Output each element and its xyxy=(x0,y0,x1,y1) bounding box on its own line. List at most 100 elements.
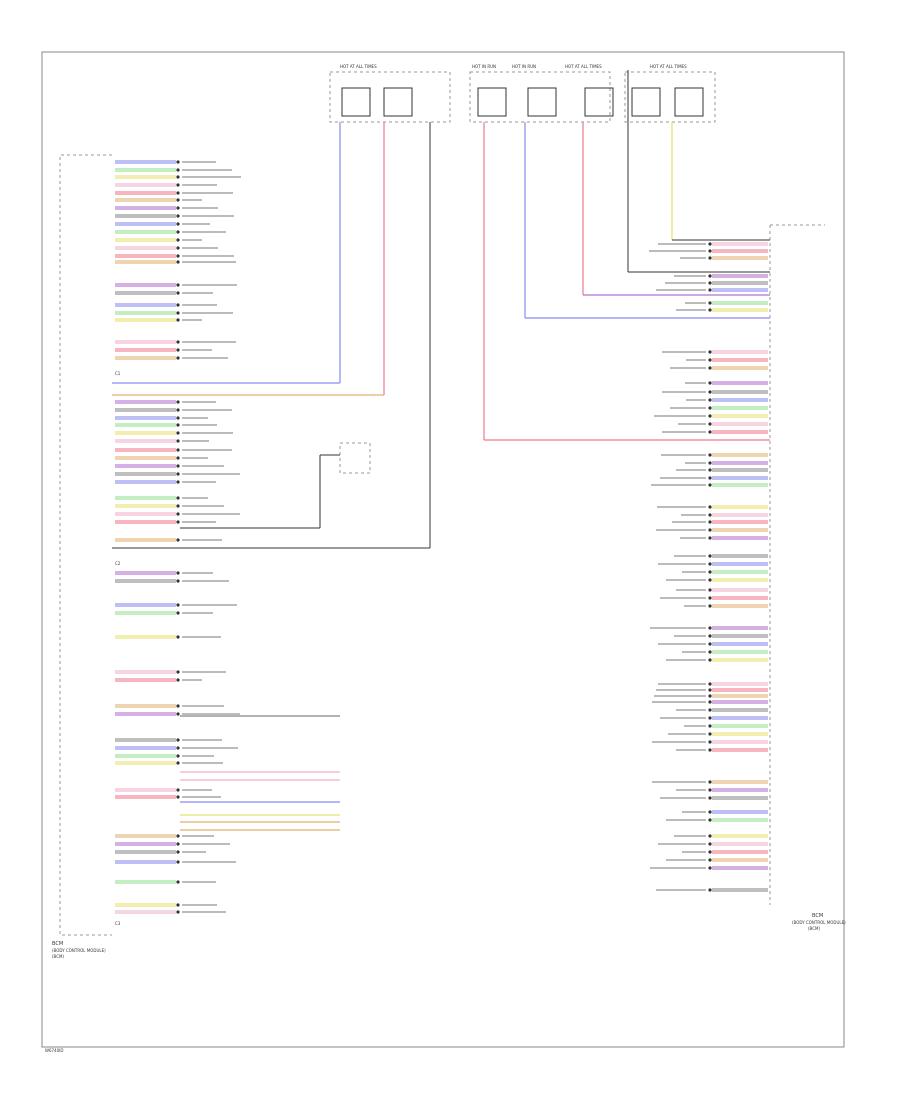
left-wire-stub xyxy=(115,416,208,420)
left-wire-stub xyxy=(115,206,218,210)
left-wire-stub xyxy=(115,238,202,242)
right-wire-stub xyxy=(649,249,768,253)
right-wire-stub xyxy=(665,281,768,285)
right-module-label: BCM (BODY CONTROL MODULE) (BCM) xyxy=(792,913,846,931)
fuse-label-3: HOT IN RUN xyxy=(512,64,536,69)
left-wire-stub xyxy=(115,291,213,295)
left-wire-stub xyxy=(115,408,232,412)
right-wire-stub xyxy=(650,626,768,630)
right-wire-stub xyxy=(681,513,768,517)
left-wire-stub xyxy=(115,456,208,460)
left-wire-stub xyxy=(115,260,236,264)
right-wire-stub xyxy=(666,578,768,582)
right-wire-stub xyxy=(674,634,768,638)
right-wire-stub xyxy=(657,505,768,509)
right-wire-stub xyxy=(676,588,768,592)
fuse-box-left xyxy=(329,71,451,123)
left-wire-stub xyxy=(115,571,213,575)
right-wire-stub xyxy=(670,366,768,370)
left-module-title: BCM xyxy=(52,941,63,947)
lower-left-long-wires xyxy=(180,715,340,831)
right-wire-stub xyxy=(666,658,768,662)
right-wire-stub xyxy=(674,834,768,838)
left-wire-stub xyxy=(115,464,224,468)
right-wire-stub xyxy=(682,570,768,574)
left-wire-stub xyxy=(115,168,232,172)
left-module-subtitle-2: (BCM) xyxy=(52,954,64,959)
fuse-label-1: HOT AT ALL TIMES xyxy=(340,64,377,69)
right-wire-stub xyxy=(652,740,768,744)
right-wire-stub xyxy=(685,461,768,465)
right-wire-stub xyxy=(676,748,768,752)
left-wire-stub xyxy=(115,448,232,452)
right-wire-stubs xyxy=(649,242,768,892)
left-wire-stub xyxy=(115,611,213,615)
left-module-outline xyxy=(59,154,112,936)
left-wire-stub xyxy=(115,754,214,758)
right-wire-stub xyxy=(656,888,768,892)
right-wire-stub xyxy=(650,866,768,870)
right-module-subtitle-2: (BCM) xyxy=(808,926,820,931)
left-wire-stub xyxy=(115,423,217,427)
right-wire-stub xyxy=(652,700,768,704)
right-wire-stub xyxy=(668,732,768,736)
right-wire-stub xyxy=(658,682,768,686)
right-module-title: BCM xyxy=(812,913,823,919)
right-wire-stub xyxy=(670,406,768,410)
fuse-elements xyxy=(341,87,704,117)
left-wire-stub xyxy=(115,400,216,404)
left-wire-stub xyxy=(115,538,222,542)
left-wire-stub xyxy=(115,311,233,315)
right-wire-stub xyxy=(652,780,768,784)
right-wire-stub xyxy=(656,688,768,692)
left-connector-labels: C1 C2 C3 xyxy=(115,371,121,926)
left-wire-stub xyxy=(115,712,240,716)
right-wire-stub xyxy=(678,422,768,426)
supply-wires xyxy=(112,70,770,549)
left-wire-stub xyxy=(115,903,217,907)
connector-label-c3: C3 xyxy=(115,921,121,926)
right-wire-stub xyxy=(680,536,768,540)
right-wire-stub xyxy=(686,398,768,402)
right-wire-stub xyxy=(654,694,768,698)
right-wire-stub xyxy=(684,724,768,728)
left-wire-stub xyxy=(115,635,221,639)
left-wire-stub xyxy=(115,842,230,846)
left-wire-stub xyxy=(115,230,226,234)
right-wire-stub xyxy=(656,528,768,532)
right-wire-stub xyxy=(651,483,768,487)
right-wire-stub xyxy=(682,810,768,814)
left-wire-stub xyxy=(115,746,238,750)
right-wire-stub xyxy=(662,430,768,434)
left-wire-stub xyxy=(115,670,226,674)
right-wire-stub xyxy=(662,350,768,354)
right-wire-stub xyxy=(662,390,768,394)
left-wire-stub xyxy=(115,603,237,607)
left-wire-stub xyxy=(115,303,217,307)
document-code: W6740ID xyxy=(45,1048,63,1053)
right-wire-stub xyxy=(660,796,768,800)
right-wire-stub xyxy=(654,414,768,418)
right-wire-stub xyxy=(660,596,768,600)
diagram-frame xyxy=(41,51,845,1048)
left-wire-stub xyxy=(115,850,206,854)
left-wire-stub xyxy=(115,910,226,914)
left-module-subtitle-1: (BODY CONTROL MODULE) xyxy=(52,948,106,953)
left-wire-stub xyxy=(115,214,234,218)
right-wire-stub xyxy=(658,642,768,646)
fuse-label-2: HOT IN RUN xyxy=(472,64,496,69)
fuse-box-center xyxy=(469,71,611,123)
left-wire-stub xyxy=(115,472,240,476)
left-wire-stub xyxy=(115,738,222,742)
right-wire-stub xyxy=(676,308,768,312)
right-wire-stub xyxy=(684,604,768,608)
left-wire-stubs xyxy=(115,160,241,914)
right-wire-stub xyxy=(680,256,768,260)
right-wire-stub xyxy=(666,818,768,822)
right-wire-stub xyxy=(666,858,768,862)
right-wire-stub xyxy=(676,708,768,712)
right-wire-stub xyxy=(672,520,768,524)
connector-label-c2: C2 xyxy=(115,561,121,566)
right-wire-stub xyxy=(685,381,768,385)
